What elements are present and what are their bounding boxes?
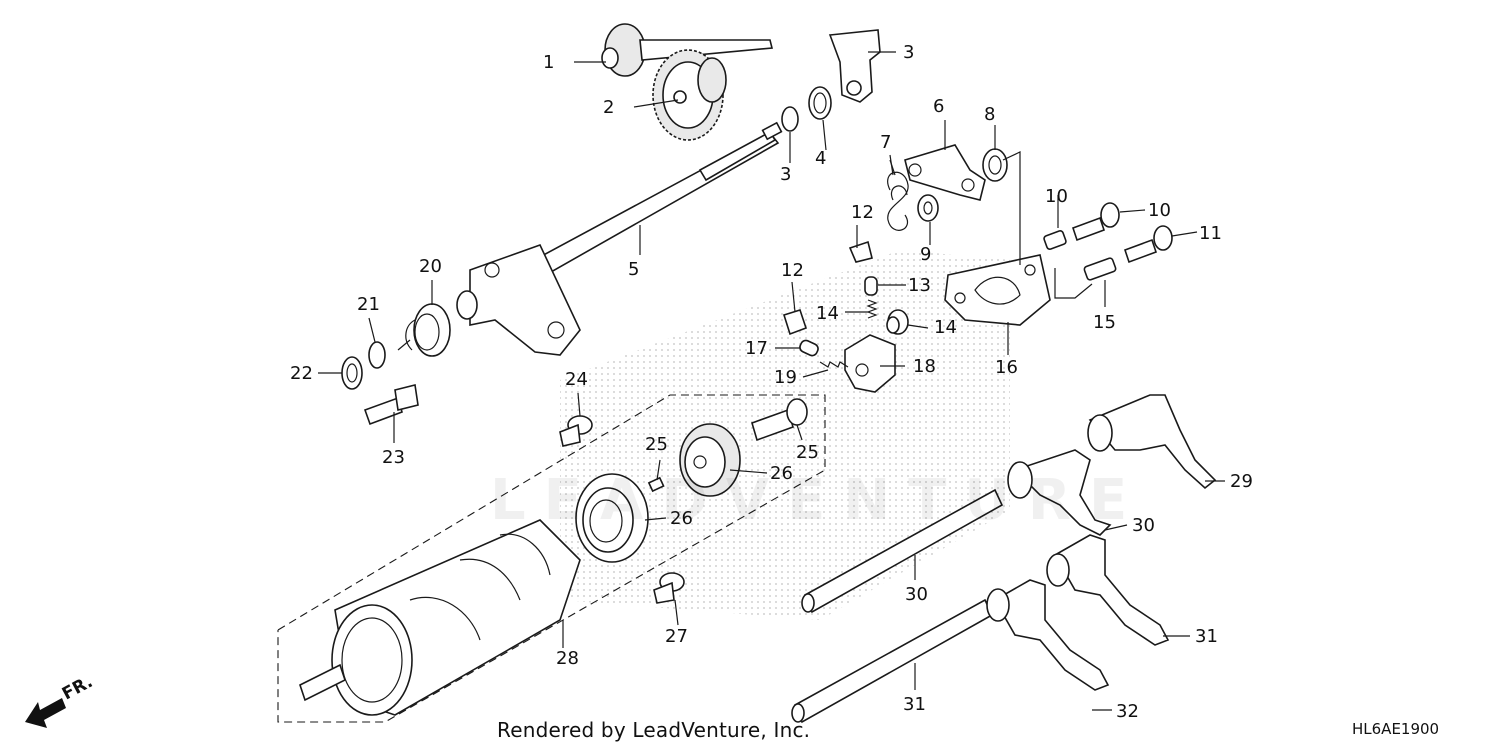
callout-5: 26 — [770, 463, 793, 484]
callout-21: 2 — [603, 97, 614, 118]
diagram-code: HL6AE1900 — [1352, 720, 1440, 738]
plunger-9[interactable] — [848, 240, 873, 263]
callout-4: 28 — [556, 648, 579, 669]
plate-13[interactable] — [944, 254, 1051, 326]
callout-25-top: 24 — [565, 369, 588, 390]
clip-30-left[interactable] — [368, 341, 386, 369]
callout-10-lower: 31 — [903, 694, 926, 715]
arrow-left-icon — [25, 698, 66, 728]
bolt-31-lower[interactable] — [1123, 225, 1173, 264]
shift-fork-2[interactable] — [1007, 449, 1112, 536]
callout-1: 29 — [1230, 471, 1253, 492]
stopper-7[interactable] — [844, 334, 896, 393]
bolt-31-upper[interactable] — [1071, 202, 1120, 242]
gear-20[interactable] — [601, 23, 774, 77]
pin-12-left[interactable] — [798, 339, 819, 357]
callout-6: 25 — [796, 442, 819, 463]
footer-credit: Rendered by LeadVenture, Inc. — [497, 718, 811, 742]
callout-20: 1 — [543, 52, 554, 73]
callout-12-top: 13 — [908, 275, 931, 296]
callout-14-left: 19 — [774, 367, 797, 388]
spring-23[interactable] — [397, 303, 451, 357]
washer-18[interactable] — [982, 148, 1008, 182]
callout-11: 12 — [781, 260, 804, 281]
callout-32: 25 — [645, 434, 668, 455]
shift-fork-3-upper[interactable] — [1046, 534, 1170, 646]
fork-shaft-upper[interactable] — [801, 488, 1004, 614]
assembly-dashed-outline — [277, 394, 826, 723]
callout-16: 9 — [920, 244, 931, 265]
pin-12-top[interactable] — [864, 276, 878, 296]
pin-6[interactable] — [751, 398, 808, 442]
direction-label: FR. — [59, 672, 96, 704]
washer-26-left[interactable] — [341, 356, 363, 390]
washer-16[interactable] — [917, 194, 939, 222]
callout-25-bottom: 27 — [665, 626, 688, 647]
shift-fork-1[interactable] — [1087, 394, 1217, 490]
spring-14-top[interactable] — [866, 299, 878, 319]
spring-17[interactable] — [887, 159, 909, 231]
direction-arrow: FR. — [25, 672, 96, 728]
drum-center-5[interactable] — [679, 423, 741, 497]
callout-15: 6 — [933, 96, 944, 117]
callout-22: 3 — [903, 42, 914, 63]
callout-26-left: 22 — [290, 363, 313, 384]
callout-31-lower: 11 — [1199, 223, 1222, 244]
plate-15[interactable] — [904, 144, 986, 201]
callout-24: 23 — [382, 447, 405, 468]
callout-30-top: 3 — [780, 164, 791, 185]
callout-18: 8 — [984, 104, 995, 125]
callout-26-top: 4 — [815, 148, 826, 169]
pin-29[interactable] — [1083, 257, 1117, 281]
callout-14-top: 14 — [816, 303, 839, 324]
pin-8[interactable] — [886, 309, 909, 335]
callout-23: 20 — [419, 256, 442, 277]
callout-2: 30 — [1132, 515, 1155, 536]
leader-lines — [318, 51, 1225, 711]
washer-16-inner — [923, 201, 933, 215]
dotted-shade — [560, 250, 1010, 620]
callout-27: 26 — [670, 508, 693, 529]
callout-8: 14 — [934, 317, 957, 338]
bearing-27[interactable] — [575, 473, 649, 563]
callout-19: 5 — [628, 259, 639, 280]
callout-31-upper: 10 — [1148, 200, 1171, 221]
callout-10-upper: 30 — [905, 584, 928, 605]
shift-fork-3-lower[interactable] — [986, 579, 1110, 691]
callout-labels: 1 2 3 3 4 5 6 7 8 9 10 10 11 12 12 13 14… — [290, 42, 1253, 722]
washer-26-top[interactable] — [808, 86, 832, 120]
shift-drum-4[interactable] — [299, 519, 581, 716]
callout-13: 16 — [995, 357, 1018, 378]
callout-3-upper: 31 — [1195, 626, 1218, 647]
callout-7: 18 — [913, 356, 936, 377]
callout-12-left: 17 — [745, 338, 768, 359]
callout-29: 15 — [1093, 312, 1116, 333]
callout-30-left: 21 — [357, 294, 380, 315]
pin-32[interactable] — [647, 476, 665, 493]
washer-26-top-inner — [813, 92, 827, 114]
callout-9: 12 — [851, 202, 874, 223]
washer-18-inner — [988, 155, 1002, 175]
dowel-28[interactable] — [1043, 230, 1067, 250]
spring-14-left[interactable] — [819, 361, 849, 368]
bolt-24[interactable] — [363, 384, 419, 426]
watermark: LEADVENTURE — [490, 468, 1146, 533]
callout-3-lower: 32 — [1116, 701, 1139, 722]
clip-30-top[interactable] — [781, 106, 799, 132]
shift-arm-22[interactable] — [828, 29, 881, 103]
bolt-25-bottom[interactable] — [653, 572, 685, 604]
washer-26-left-inner — [346, 363, 358, 383]
callout-28: 10 — [1045, 186, 1068, 207]
shift-shaft[interactable] — [456, 121, 783, 356]
gear-21[interactable] — [652, 49, 727, 141]
callout-17: 7 — [880, 132, 891, 153]
